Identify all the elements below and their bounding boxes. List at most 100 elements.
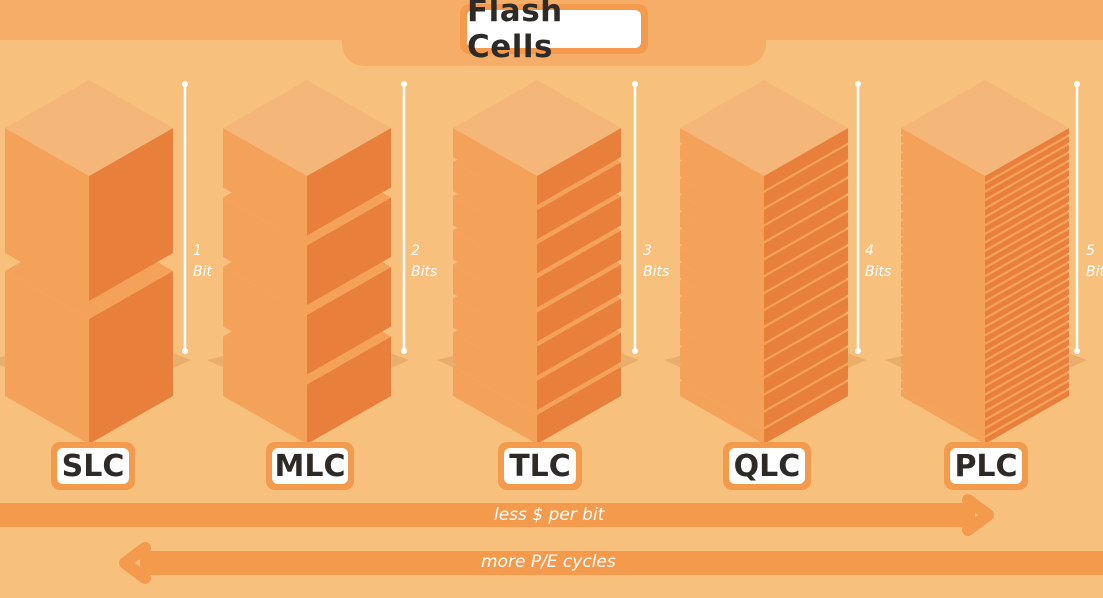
mlc-label: MLC: [272, 448, 348, 484]
tlc-cell-stack: [453, 80, 621, 444]
plc-layer-right-face: [985, 220, 1069, 275]
plc-bit-count: 5 Bit: [1086, 241, 1103, 283]
plc-layer-left-face: [901, 297, 985, 352]
qlc-layer-left-face: [680, 246, 764, 309]
plc-layer-left-face: [901, 322, 985, 377]
qlc-layer-left-face: [680, 128, 764, 191]
qlc-bit-count: 4 Bits: [865, 241, 891, 283]
tlc-layer-right-face: [537, 264, 621, 342]
plc-cell-stack: [901, 80, 1069, 444]
endurance-arrow-label: more P/E cycles: [481, 552, 616, 572]
plc-layer-right-face: [985, 271, 1069, 326]
qlc-bit-unit: Bits: [865, 264, 892, 280]
plc-layer-right-face: [985, 364, 1069, 419]
tlc-bracket-end: [632, 348, 638, 354]
mlc-layer-right-face: [307, 128, 391, 236]
mlc-layer-left-face: [223, 267, 307, 375]
plc-bit-unit: Bit: [1086, 264, 1103, 280]
plc-layer-left-face: [901, 347, 985, 402]
plc-layer-right-face: [985, 390, 1069, 444]
plc-layer-right-face: [985, 178, 1069, 233]
qlc-layer-left-face: [680, 144, 764, 208]
mlc-layer-left-face: [223, 128, 307, 236]
plc-layer-right-face: [985, 347, 1069, 402]
plc-layer-left-face: [901, 246, 985, 301]
qlc-layer-left-face: [680, 381, 764, 444]
tlc-bit-unit: Bits: [643, 264, 670, 280]
plc-layer-left-face: [901, 178, 985, 233]
tlc-layer-left-face: [453, 332, 537, 410]
plc-layer-left-face: [901, 263, 985, 318]
page-title: Flash Cells: [467, 0, 641, 65]
endurance-arrow: [119, 542, 1103, 584]
mlc-bit-count: 2 Bits: [411, 241, 437, 283]
qlc-layer-right-face: [764, 195, 848, 259]
plc-layer-left-face: [901, 144, 985, 199]
qlc-layer-left-face: [680, 330, 764, 394]
tlc-layer-right-face: [537, 230, 621, 308]
plc-layer-left-face: [901, 364, 985, 419]
plc-layer-left-face: [901, 212, 985, 267]
qlc-layer-right-face: [764, 280, 848, 343]
tlc-layer-right-face: [537, 298, 621, 376]
slc-bit-number: 1: [193, 243, 202, 259]
slc-bit-unit: Bit: [193, 264, 212, 280]
plc-layer-right-face: [985, 187, 1069, 242]
tlc-layer-right-face: [537, 366, 621, 444]
qlc-layer-right-face: [764, 128, 848, 191]
plc-layer-right-face: [985, 356, 1069, 411]
plc-layer-left-face: [901, 313, 985, 368]
tlc-layer-left-face: [453, 128, 537, 206]
plc-layer-left-face: [901, 381, 985, 436]
plc-layer-right-face: [985, 339, 1069, 394]
mlc-layer-right-face: [307, 336, 391, 444]
qlc-layer-right-face: [764, 178, 848, 242]
plc-layer-left-face: [901, 237, 985, 292]
qlc-layer-right-face: [764, 229, 848, 292]
tlc-layer-left-face: [453, 366, 537, 444]
qlc-layer-right-face: [764, 364, 848, 428]
plc-layer-right-face: [985, 204, 1069, 259]
plc-layer-right-face: [985, 330, 1069, 385]
slc-bracket-end: [182, 348, 188, 354]
plc-layer-right-face: [985, 229, 1069, 284]
plc-layer-right-face: [985, 170, 1069, 225]
qlc-bit-number: 4: [865, 243, 874, 259]
plc-layer-left-face: [901, 280, 985, 335]
slc-layer-left-face: [5, 128, 89, 301]
qlc-layer-right-face: [764, 347, 848, 411]
plc-layer-left-face: [901, 339, 985, 394]
mlc-bit-number: 2: [411, 243, 420, 259]
plc-layer-right-face: [985, 212, 1069, 267]
plc-layer-right-face: [985, 195, 1069, 250]
plc-layer-left-face: [901, 390, 985, 444]
plc-layer-left-face: [901, 161, 985, 216]
qlc-cell-stack: [680, 80, 848, 444]
qlc-layer-left-face: [680, 364, 764, 428]
mlc-bracket-end: [401, 81, 407, 87]
qlc-layer-right-face: [764, 212, 848, 275]
tlc-layer-right-face: [537, 196, 621, 274]
plc-layer-left-face: [901, 220, 985, 275]
qlc-layer-right-face: [764, 144, 848, 208]
qlc-layer-left-face: [680, 161, 764, 225]
slc-bit-count: 1 Bit: [193, 241, 212, 283]
plc-layer-left-face: [901, 187, 985, 242]
mlc-layer-right-face: [307, 197, 391, 305]
plc-layer-right-face: [985, 144, 1069, 199]
tlc-bit-count: 3 Bits: [643, 241, 669, 283]
plc-layer-right-face: [985, 280, 1069, 335]
plc-layer-right-face: [985, 288, 1069, 343]
plc-label: PLC: [950, 448, 1022, 484]
qlc-layer-left-face: [680, 263, 764, 326]
plc-bracket-end: [1074, 81, 1080, 87]
plc-layer-left-face: [901, 195, 985, 250]
mlc-layer-left-face: [223, 197, 307, 305]
tlc-layer-right-face: [537, 162, 621, 240]
tlc-label: TLC: [504, 448, 576, 484]
plc-layer-left-face: [901, 170, 985, 225]
slc-layer-right-face: [89, 128, 173, 301]
plc-layer-right-face: [985, 237, 1069, 292]
slc-label: SLC: [57, 448, 129, 484]
plc-layer-right-face: [985, 305, 1069, 360]
